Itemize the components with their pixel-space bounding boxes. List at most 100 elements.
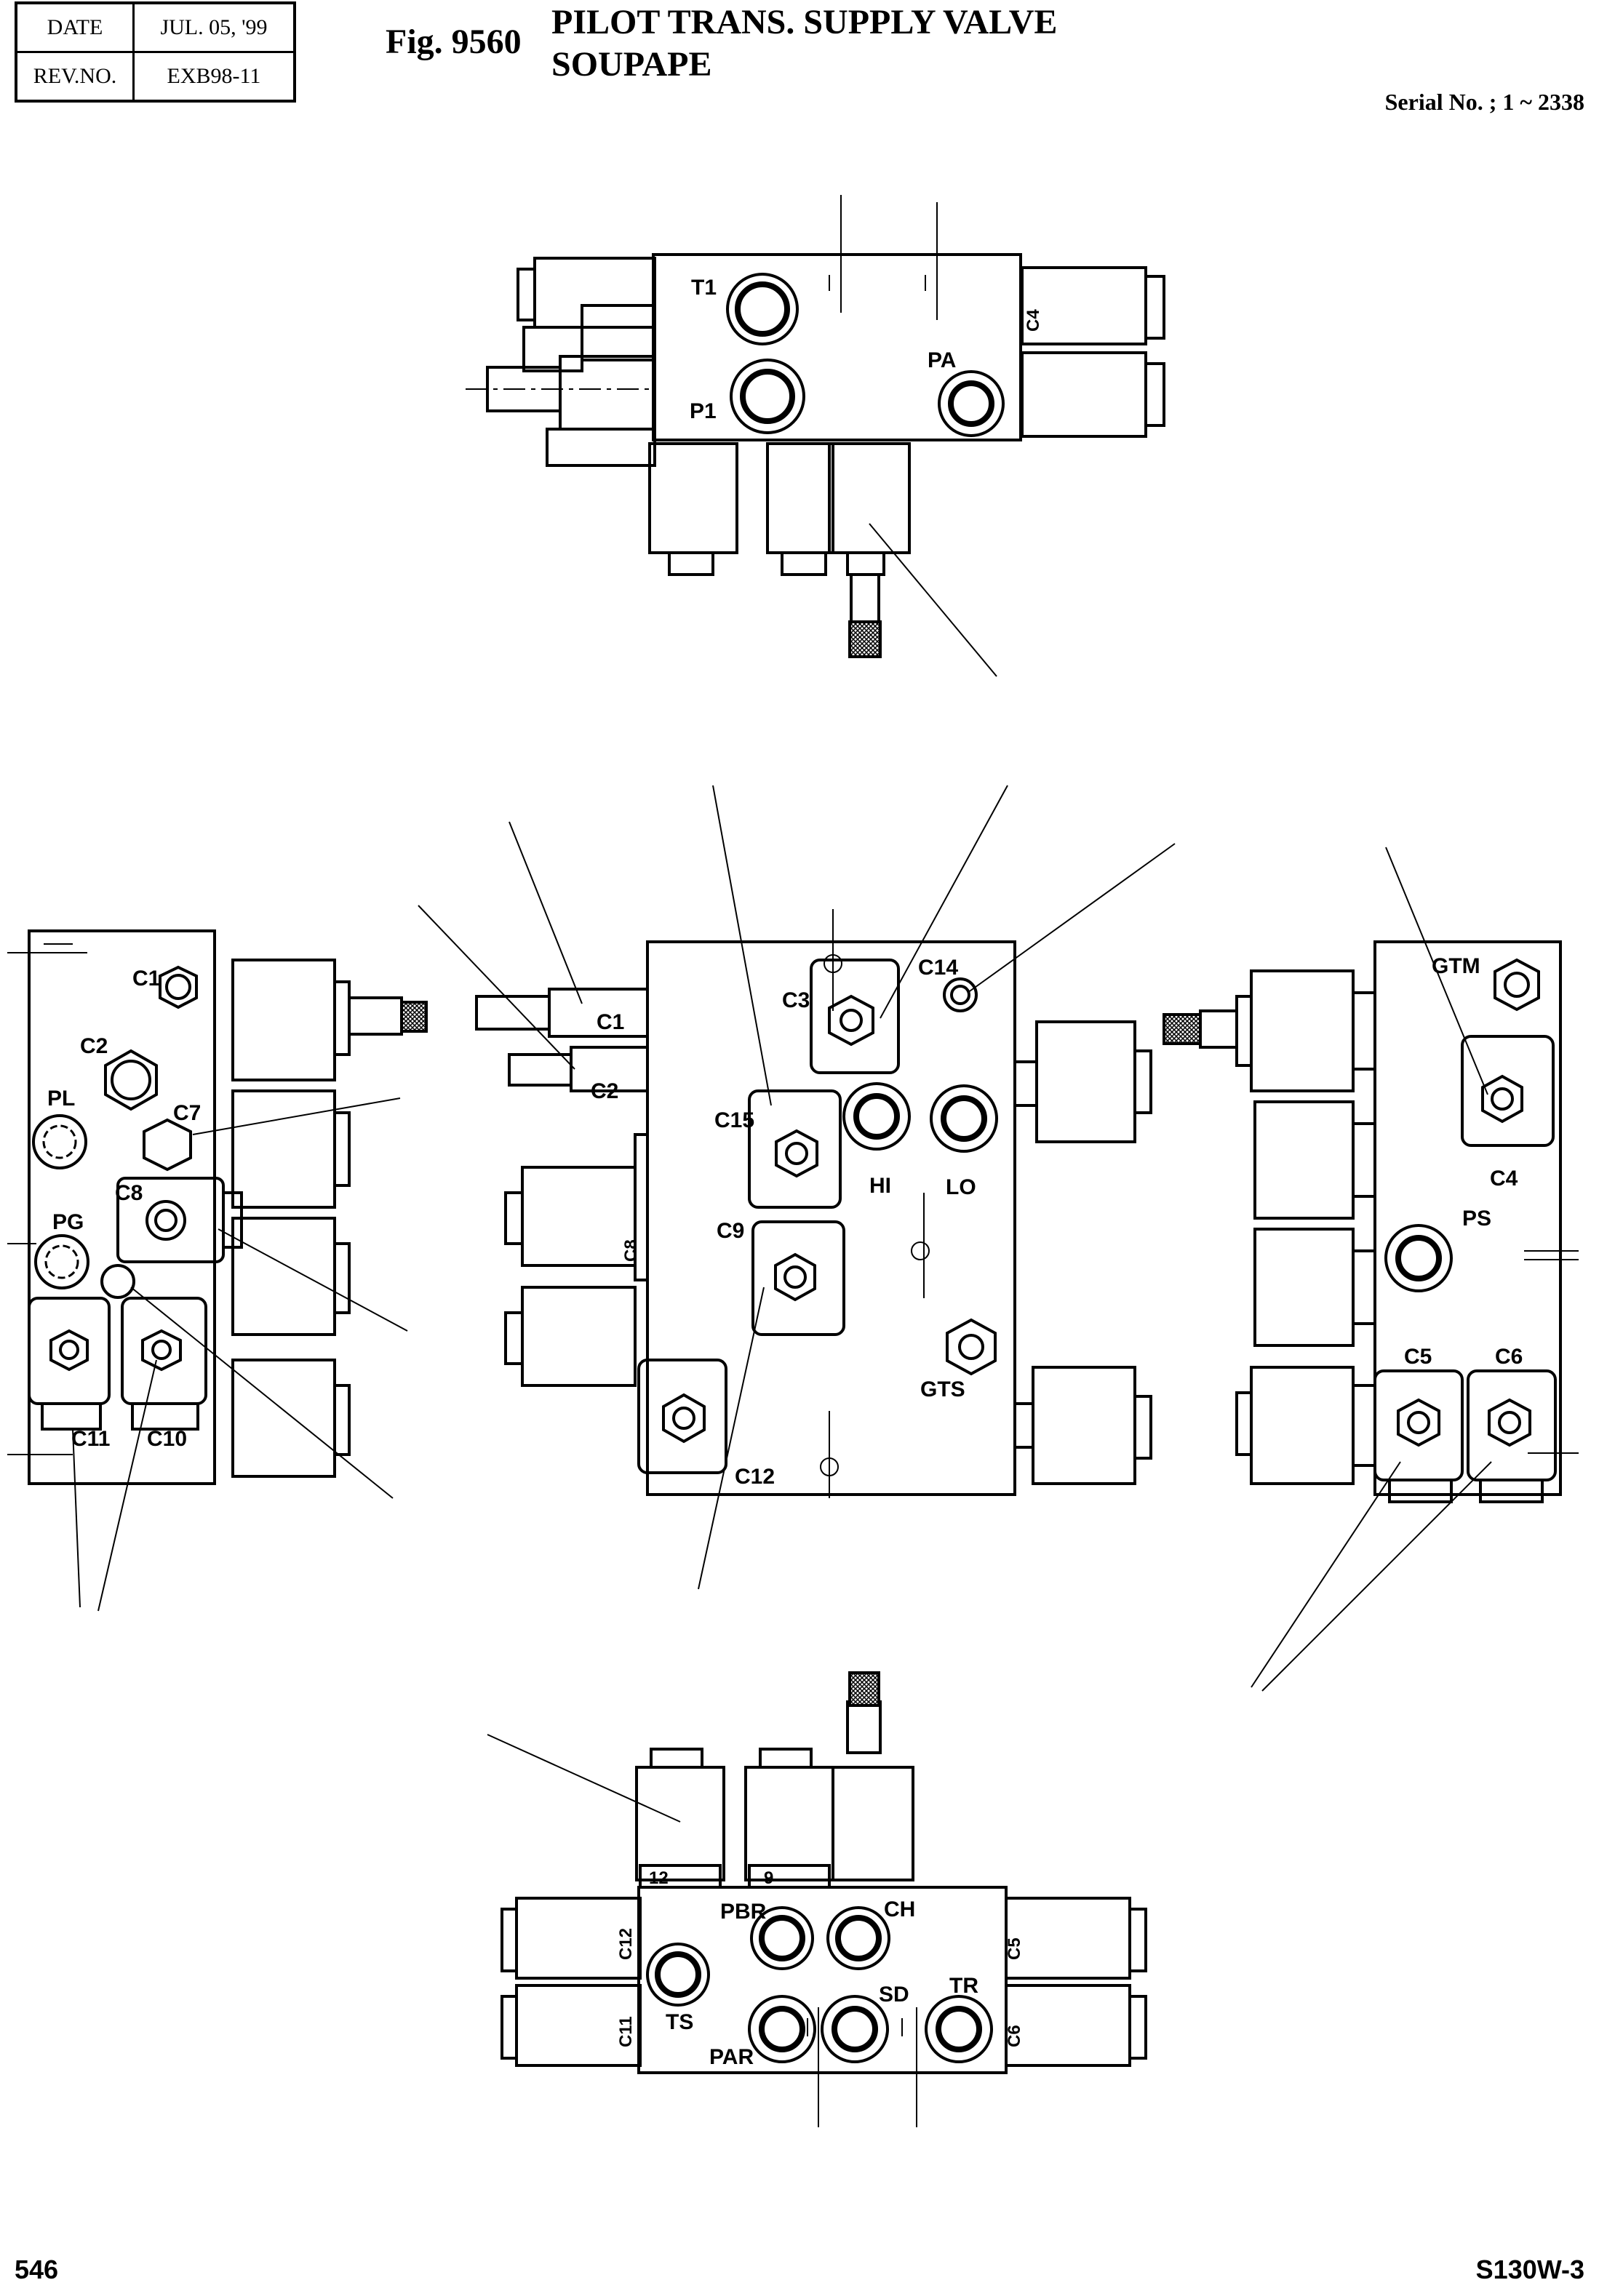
svg-text:LO: LO bbox=[946, 1175, 976, 1199]
svg-text:PAR: PAR bbox=[709, 2045, 754, 2069]
date-label: DATE bbox=[15, 1, 135, 53]
figure-number: Fig. 9560 bbox=[386, 23, 522, 61]
port-sd: SD bbox=[821, 1983, 909, 2063]
port-c14: C14 bbox=[918, 956, 978, 1012]
port-tr: TR bbox=[925, 1974, 993, 2063]
svg-text:C10: C10 bbox=[147, 1427, 187, 1451]
svg-text:C6: C6 bbox=[1005, 2025, 1024, 2047]
right-knurled-knob bbox=[1163, 1013, 1202, 1045]
svg-text:C6: C6 bbox=[1495, 1345, 1523, 1369]
date-value: JUL. 05, '99 bbox=[132, 1, 296, 53]
left-valve-body bbox=[28, 929, 216, 1485]
port-ts: TS bbox=[646, 1943, 710, 2034]
figure-title-line-1: PILOT TRANS. SUPPLY VALVE bbox=[551, 3, 1058, 41]
svg-text:C3: C3 bbox=[782, 988, 810, 1012]
svg-text:C1: C1 bbox=[597, 1010, 624, 1034]
center-view: C1 C2 C8 C3 C14 HI LO C15 bbox=[418, 785, 1176, 1590]
page-number: 546 bbox=[15, 2255, 59, 2284]
port-pbr: PBR bbox=[720, 1900, 814, 1970]
left-view: C1 C2 PL C7 C8 PG C1 bbox=[7, 929, 428, 1612]
svg-text:C12: C12 bbox=[735, 1465, 775, 1489]
port-gts: GTS bbox=[920, 1318, 997, 1401]
top-view: T1 P1 PA C4 bbox=[466, 195, 1165, 677]
svg-text:C4: C4 bbox=[1024, 309, 1043, 332]
top-left-solenoid bbox=[533, 257, 656, 329]
model-number: S130W-3 bbox=[1475, 2255, 1584, 2284]
center-valve-body bbox=[646, 940, 1016, 1496]
svg-text:C7: C7 bbox=[173, 1101, 201, 1125]
port-c15: C15 bbox=[714, 1089, 842, 1209]
port-pg: PG bbox=[34, 1210, 135, 1299]
svg-text:GTS: GTS bbox=[920, 1377, 965, 1401]
svg-text:PL: PL bbox=[47, 1087, 75, 1111]
svg-text:C1: C1 bbox=[132, 967, 160, 991]
svg-text:C9: C9 bbox=[717, 1219, 744, 1243]
port-c2-left: C2 bbox=[80, 1034, 158, 1111]
top-knurled-knob bbox=[848, 620, 882, 658]
svg-text:12: 12 bbox=[649, 1868, 669, 1888]
svg-text:PS: PS bbox=[1462, 1207, 1491, 1231]
port-c11-left: C11 bbox=[28, 1297, 111, 1451]
left-knurled-knob bbox=[400, 1001, 428, 1033]
svg-text:SD: SD bbox=[879, 1983, 909, 2007]
svg-text:C2: C2 bbox=[591, 1079, 618, 1103]
svg-text:HI: HI bbox=[869, 1174, 891, 1198]
svg-text:GTM: GTM bbox=[1432, 954, 1480, 978]
svg-text:PA: PA bbox=[928, 348, 956, 372]
svg-text:C8: C8 bbox=[621, 1239, 641, 1262]
top-right-solenoid-2 bbox=[1021, 351, 1147, 438]
right-view: GTM C4 PS C5 C6 bbox=[1163, 847, 1579, 1692]
svg-text:TS: TS bbox=[666, 2010, 693, 2034]
svg-text:C14: C14 bbox=[918, 956, 958, 980]
port-hi: HI bbox=[842, 1082, 911, 1198]
port-gtm: GTM bbox=[1432, 954, 1540, 1012]
svg-text:C5: C5 bbox=[1404, 1345, 1432, 1369]
port-c3-center: C3 bbox=[782, 959, 900, 1074]
top-lower-solenoid-2 bbox=[766, 442, 834, 554]
svg-text:C11: C11 bbox=[71, 1427, 110, 1451]
port-c12-center: C12 bbox=[637, 1359, 775, 1489]
svg-text:C15: C15 bbox=[714, 1108, 754, 1132]
svg-text:T1: T1 bbox=[691, 276, 717, 300]
port-c6-right: C6 bbox=[1467, 1345, 1557, 1503]
port-c4-right: C4 bbox=[1461, 1035, 1555, 1191]
port-c5-right: C5 bbox=[1373, 1345, 1464, 1503]
port-c8-left: C8 bbox=[115, 1177, 243, 1263]
svg-text:PG: PG bbox=[52, 1210, 84, 1234]
svg-text:TR: TR bbox=[949, 1974, 978, 1998]
port-ps: PS bbox=[1384, 1207, 1491, 1292]
svg-text:C12: C12 bbox=[616, 1928, 636, 1960]
port-lo: LO bbox=[930, 1084, 998, 1199]
svg-text:PBR: PBR bbox=[720, 1900, 767, 1924]
port-c1-left: C1 bbox=[132, 965, 198, 1009]
top-lower-solenoid-3 bbox=[828, 442, 911, 554]
svg-text:C5: C5 bbox=[1005, 1937, 1024, 1960]
port-pl: PL bbox=[32, 1087, 87, 1169]
revision-table: DATE JUL. 05, '99 REV.NO. EXB98-11 bbox=[15, 1, 296, 103]
figure-title-line-2: SOUPAPE bbox=[551, 45, 712, 84]
svg-text:C11: C11 bbox=[616, 2016, 636, 2047]
svg-text:CH: CH bbox=[884, 1897, 915, 1921]
port-pa: PA bbox=[928, 348, 1005, 437]
port-t1: T1 bbox=[691, 273, 799, 345]
figure-title: PILOT TRANS. SUPPLY VALVE SOUPAPE bbox=[551, 1, 1057, 86]
svg-text:P1: P1 bbox=[690, 399, 717, 423]
port-par: PAR bbox=[709, 1995, 816, 2069]
bottom-knurled-knob bbox=[848, 1671, 880, 1707]
revision-value: EXB98-11 bbox=[132, 51, 296, 103]
svg-text:C8: C8 bbox=[115, 1181, 143, 1205]
port-c7-left: C7 bbox=[143, 1101, 201, 1172]
top-lower-solenoid-1 bbox=[648, 442, 738, 554]
right-valve-body bbox=[1373, 940, 1562, 1496]
svg-text:C4: C4 bbox=[1490, 1167, 1518, 1191]
port-p1: P1 bbox=[690, 359, 805, 434]
port-c10-left: C10 bbox=[121, 1297, 207, 1451]
top-right-solenoid-1 bbox=[1021, 266, 1147, 345]
port-ch: CH bbox=[826, 1897, 915, 1970]
port-c9-center: C9 bbox=[717, 1219, 845, 1336]
serial-range: Serial No. ; 1 ~ 2338 bbox=[1384, 89, 1584, 115]
revision-label: REV.NO. bbox=[15, 51, 135, 103]
svg-text:9: 9 bbox=[764, 1868, 773, 1888]
bottom-view: 12 9 PBR CH TS SD PAR T bbox=[487, 1671, 1147, 2127]
